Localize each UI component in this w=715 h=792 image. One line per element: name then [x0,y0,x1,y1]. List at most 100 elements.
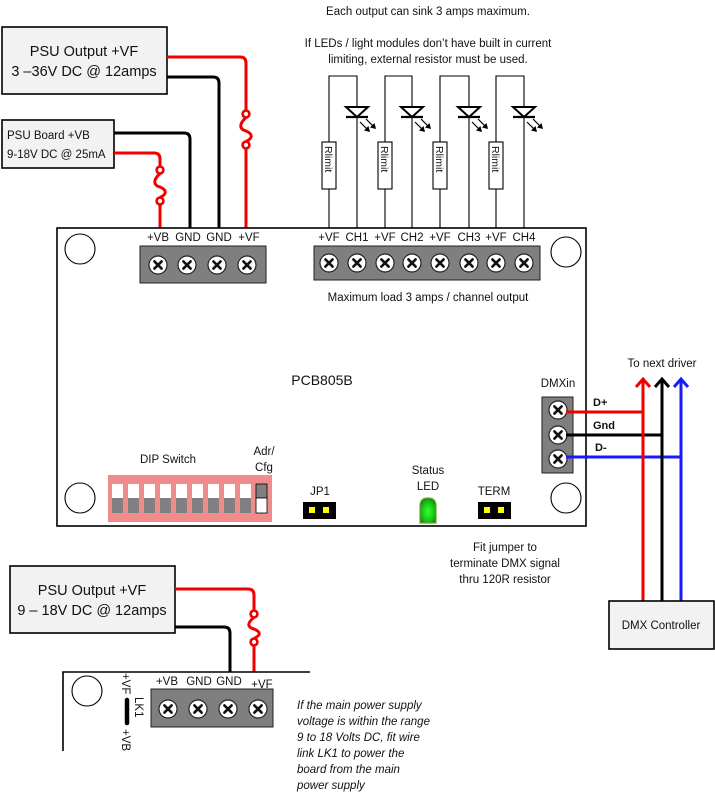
output-terminal-labels: +VF CH1 +VF CH2 +VF CH3 +VF CH4 [318,232,536,244]
jp1-label: JP1 [310,486,330,498]
alt-terminal-label: GND [186,676,212,688]
output-terminal-label: CH1 [345,232,368,244]
screw-icon [319,253,339,273]
term-jumper[interactable] [478,502,511,519]
mounting-hole [550,482,582,514]
output-terminal-label: CH4 [512,232,536,244]
dip-switch-toggle[interactable] [128,484,139,513]
lk1-label: LK1 [132,697,144,717]
dip-switch-toggle[interactable] [112,484,123,513]
power-terminal-label: GND [175,232,201,244]
screw-icon [207,255,227,275]
screw-icon [158,699,178,719]
dip-switch-toggle[interactable] [160,484,171,513]
max-load-note: Maximum load 3 amps / channel output [328,292,530,304]
dip-switch-label: DIP Switch [140,454,196,466]
psu-board-box: PSU Board +VB 9-18V DC @ 25mA [1,119,115,169]
screw-icon [514,253,534,273]
lk1-note-line: board from the main [297,764,400,776]
psu-main-line1: PSU Output +VF [30,44,139,60]
output-terminal-screws [319,253,534,273]
screw-icon [548,449,568,469]
output-terminal-label: +VF [485,232,506,244]
screw-icon [459,253,479,273]
lk1-top-label: +VF [119,673,131,694]
psu-board-line2: 9-18V DC @ 25mA [7,149,106,161]
psu-board-ground-wire [114,131,192,228]
dmx-in-label: DMXin [541,378,576,390]
psu-main-box: PSU Output +VF 3 –36V DC @ 12amps [1,26,168,95]
led-channel-circuit: Rlimit [432,75,488,228]
dmx-terminal-screws [548,400,568,469]
dmx-controller-label: DMX Controller [622,620,701,632]
board-name: PCB805B [291,372,352,388]
resistor-icon [432,141,448,190]
term-note-line: thru 120R resistor [459,574,551,586]
dip-switch-toggle[interactable] [208,484,219,513]
alt-board-outline [62,671,310,751]
led-diode-icon [398,106,431,132]
note-sink-max: Each output can sink 3 amps maximum. [326,6,530,18]
psu-alt-ground-wire [175,625,232,672]
screw-icon [188,699,208,719]
power-terminal-label: GND [206,232,232,244]
circuit-wire [439,75,470,228]
screw-icon [248,699,268,719]
output-terminal-label: +VF [318,232,339,244]
psu-main-ground-wire [167,75,221,228]
psu-board-line1: PSU Board +VB [7,130,90,142]
psu-alt-line1: PSU Output +VF [38,583,147,599]
psu-main-line2: 3 –36V DC @ 12amps [11,64,156,80]
psu-main-positive-wire [167,55,248,111]
alt-terminal-label: +VF [251,679,272,691]
jp1-jumper[interactable] [303,502,336,519]
dip-switch-toggle[interactable] [192,484,203,513]
dip-switch-toggle[interactable] [224,484,235,513]
adr-cfg-label-line2: Cfg [255,462,273,474]
fuse-icon [153,165,167,206]
status-led-icon [419,497,437,524]
led-diode-icon [343,106,376,132]
screw-icon [548,425,568,445]
output-terminal-label: +VF [429,232,450,244]
led-channel-circuit: Rlimit [377,75,431,228]
circuit-wire [328,75,358,228]
lk1-bottom-label: +VB [119,729,131,751]
screw-icon [177,255,197,275]
screw-icon [486,253,506,273]
status-led-label-line1: Status [412,465,445,477]
led-channel-circuit: Rlimit [321,75,376,228]
lk1-note-line: link LK1 to power the [297,748,404,760]
dip-switch-toggle[interactable] [240,484,251,513]
psu-board-positive-wire [114,151,162,167]
mounting-hole [64,482,96,514]
arrow-up-icon [653,376,671,388]
arrow-up-icon [634,376,652,388]
dip-switch-toggle[interactable] [176,484,187,513]
power-terminal-label: +VF [238,232,259,244]
adr-cfg-switch-toggle[interactable] [255,483,268,514]
screw-icon [148,255,168,275]
screw-icon [430,253,450,273]
dmx-gnd-label: Gnd [593,420,615,432]
alt-terminal-label: +VB [156,676,178,688]
dip-switches [112,483,268,514]
resistor-icon [321,141,337,190]
circuit-wire [384,75,413,228]
dmx-controller-box: DMX Controller [608,600,715,650]
lk1-note-line: power supply [296,780,366,792]
fuse-icon [239,109,253,150]
circuit-wire [495,75,525,228]
to-next-driver-label: To next driver [627,358,696,370]
dip-switch-toggle[interactable] [144,484,155,513]
screw-icon [218,699,238,719]
psu-alt-positive-wire [175,587,256,611]
arrow-up-icon [672,376,690,388]
output-terminal-label: +VF [374,232,395,244]
screw-icon [237,255,257,275]
alt-terminal-label: GND [216,676,242,688]
psu-alt-line2: 9 – 18V DC @ 12amps [17,603,166,619]
led-diode-icon [455,106,488,132]
led-diode-icon [510,106,543,132]
